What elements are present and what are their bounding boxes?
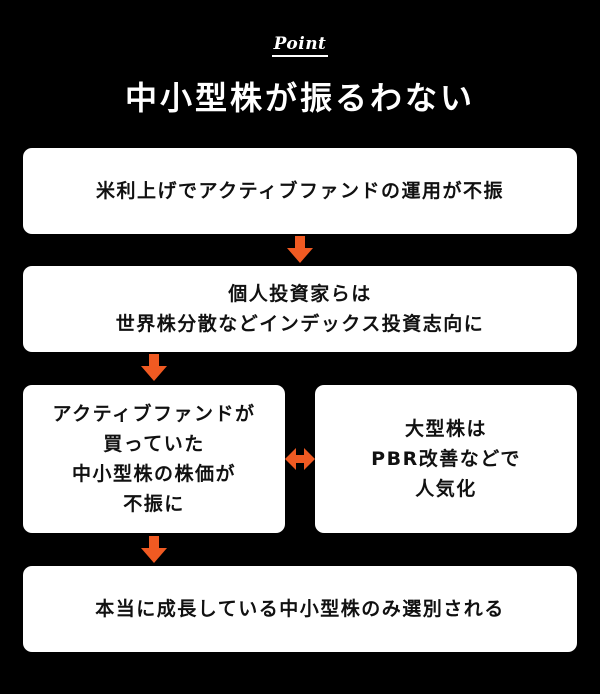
flow-box-selective-growth: 本当に成長している中小型株のみ選別される bbox=[23, 566, 577, 652]
flow-box-large-cap-popular: 大型株は PBR改善などで 人気化 bbox=[315, 385, 577, 533]
diagram-title: 中小型株が振るわない bbox=[124, 79, 475, 117]
flow-box-fed-rate-hike: 米利上げでアクティブファンドの運用が不振 bbox=[23, 148, 577, 234]
flow-box-text: アクティブファンドが 買っていた 中小型株の株価が 不振に bbox=[52, 403, 256, 515]
flow-box-text: 本当に成長している中小型株のみ選別される bbox=[95, 598, 505, 620]
double-arrow-icon bbox=[285, 448, 315, 470]
down-arrow-icon bbox=[141, 354, 167, 381]
down-arrow-icon bbox=[287, 236, 313, 263]
flow-box-text: 米利上げでアクティブファンドの運用が不振 bbox=[96, 180, 504, 202]
point-label-text: Point bbox=[271, 34, 329, 57]
flow-box-small-mid-cap-slump: アクティブファンドが 買っていた 中小型株の株価が 不振に bbox=[23, 385, 285, 533]
flow-box-text: 個人投資家らは 世界株分散などインデックス投資志向に bbox=[115, 283, 485, 335]
down-arrow-icon bbox=[141, 536, 167, 563]
flow-box-index-investing: 個人投資家らは 世界株分散などインデックス投資志向に bbox=[23, 266, 577, 352]
point-label: Point bbox=[0, 34, 600, 57]
flow-box-text: 大型株は PBR改善などで 人気化 bbox=[371, 418, 521, 500]
